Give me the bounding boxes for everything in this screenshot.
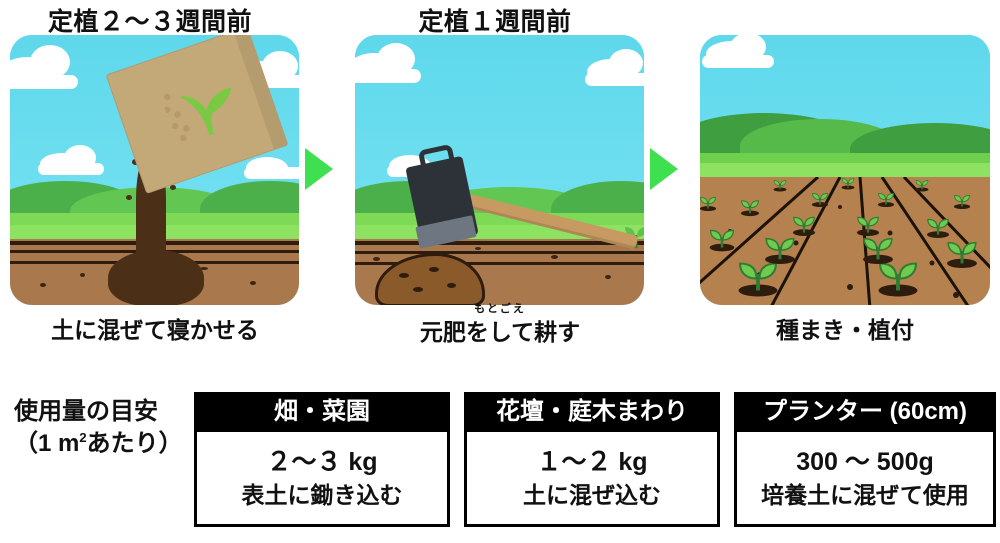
soil-speck [250,281,256,285]
usage-column-1: 畑・菜園 ２〜３ kg 表土に鋤き込む [194,392,450,527]
soil-speck [80,273,85,277]
usage-method: 表土に鋤き込む [241,481,403,508]
usage-column-2: 花壇・庭木まわり １〜２ kg 土に混ぜ込む [464,392,720,527]
flow-arrow-icon [305,148,333,190]
usage-column-body: 300 〜 500g 培養土に混ぜて使用 [734,432,996,527]
usage-label-suffix: あたり） [86,430,183,458]
usage-amount: ２〜３ kg [266,447,378,476]
usage-amount-label: 使用量の目安 （1 m2あたり） [14,396,183,461]
usage-amount: 300 〜 500g [796,447,934,476]
sprout-logo-icon [163,87,232,142]
usage-amount: １〜２ kg [536,447,648,476]
usage-label-superscript: 2 [79,430,87,446]
usage-method: 土に混ぜ込む [523,481,661,508]
mound-fleck [399,273,409,278]
furrow-line [355,241,644,245]
furrow-line [355,262,644,265]
usage-column-header: 花壇・庭木まわり [464,392,720,432]
illustration-panel-1 [10,35,299,305]
soil-speck [40,283,46,287]
step-heading-1: 定植２〜３週間前 [47,8,252,36]
usage-column-body: ２〜３ kg 表土に鋤き込む [194,432,450,527]
panel-caption-2-furigana: もとごえ [474,303,526,315]
step-heading-2: 定植１週間前 [418,8,572,36]
soil-speck [373,257,380,261]
panel-caption-2: 元肥をして耕す [419,319,581,345]
panel-caption-1: 土に混ぜて寝かせる [51,317,259,343]
usage-column-body: １〜２ kg 土に混ぜ込む [464,432,720,527]
compost-fleck [170,185,176,190]
mound-fleck [429,267,439,272]
soil-speck [551,255,558,259]
flow-arrow-icon [650,148,678,190]
usage-column-header: プランター (60cm) [734,392,996,432]
mound-fleck [413,287,423,292]
soil-speck [475,247,481,250]
usage-label-prefix: （1 m [14,430,80,458]
furrow-line [355,251,644,254]
soil-speck [200,267,208,270]
illustration-panel-3 [700,35,990,305]
usage-column-3: プランター (60cm) 300 〜 500g 培養土に混ぜて使用 [734,392,996,527]
fertilizer-bag [105,35,289,194]
planted-rows [700,177,990,305]
soil-speck [605,275,611,279]
usage-method: 培養土に混ぜて使用 [761,481,969,508]
mound-fleck [447,283,456,288]
usage-label-line1: 使用量の目安 [14,398,158,425]
grass-band [700,163,990,181]
compost-fleck [126,195,132,200]
usage-label-line2: （1 m2あたり） [14,428,183,460]
hoe-socket-ring [417,143,459,185]
panel-caption-3: 種まき・植付 [776,317,914,343]
usage-column-header: 畑・菜園 [194,392,450,432]
illustration-panel-2 [355,35,644,305]
